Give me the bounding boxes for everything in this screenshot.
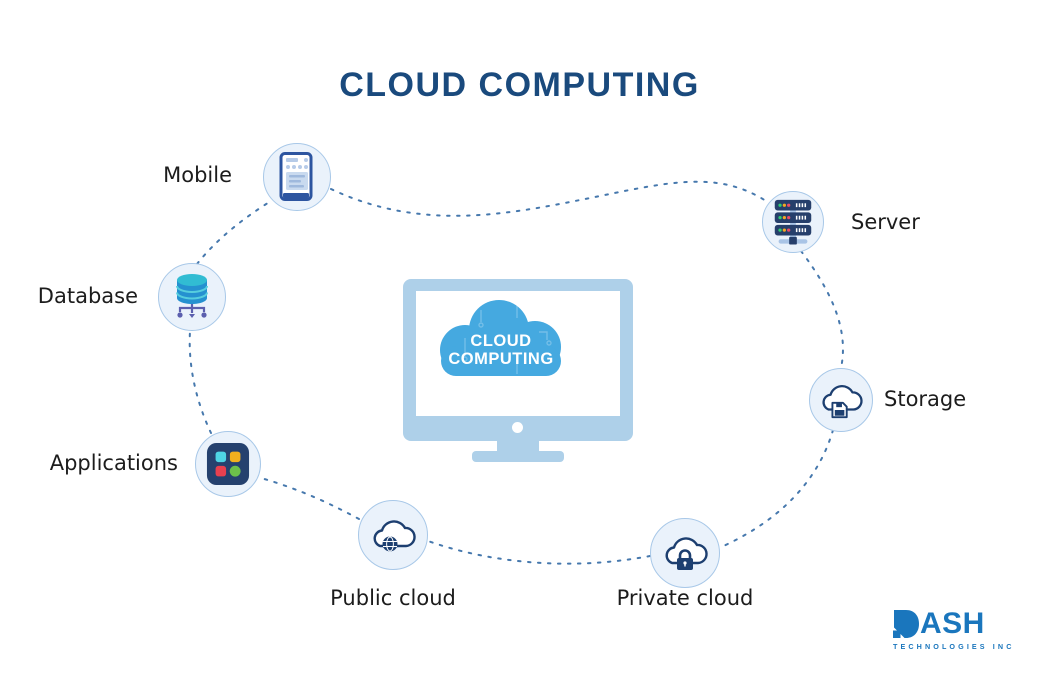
server-rack-icon — [774, 199, 812, 245]
connector-mobile-server — [330, 180, 767, 217]
monitor-stand-neck — [497, 440, 539, 453]
brand-logo: ASH TECHNOLOGIES INC — [893, 607, 1023, 651]
connector-public-applications — [260, 477, 360, 520]
node-server — [762, 191, 824, 253]
node-private-cloud — [650, 518, 720, 588]
label-mobile: Mobile — [163, 163, 232, 187]
label-private-cloud: Private cloud — [616, 586, 754, 610]
cloud-text-line2: COMPUTING — [448, 350, 553, 368]
connector-storage-private — [718, 429, 834, 549]
node-public-cloud — [358, 500, 428, 570]
connector-applications-database — [188, 330, 212, 434]
dash-logo-d-icon — [893, 610, 919, 638]
label-storage: Storage — [884, 387, 967, 411]
node-storage — [809, 368, 873, 432]
database-icon — [176, 274, 208, 318]
diagram-title: CLOUD COMPUTING — [339, 66, 700, 104]
node-mobile — [263, 143, 331, 211]
label-database: Database — [37, 284, 138, 308]
monitor-stand-base — [472, 451, 564, 462]
connector-private-public — [427, 540, 651, 565]
connector-server-storage — [800, 250, 844, 369]
label-server: Server — [851, 210, 920, 234]
brand-tagline: TECHNOLOGIES INC — [893, 642, 1015, 651]
brand-wordmark: ASH — [920, 607, 985, 640]
cloud-disk-icon — [822, 385, 863, 419]
node-applications — [195, 431, 261, 497]
smartphone-icon — [279, 152, 313, 201]
connector-database-mobile — [196, 200, 272, 265]
label-public-cloud: Public cloud — [330, 586, 456, 610]
monitor-cloud-icon: CLOUD COMPUTING — [440, 300, 561, 376]
cloud-lock-icon — [665, 537, 708, 570]
app-grid-icon — [206, 442, 250, 486]
label-applications: Applications — [49, 451, 178, 475]
node-database — [158, 263, 226, 331]
cloud-text-line1: CLOUD — [470, 332, 531, 350]
cloud-globe-icon — [373, 520, 416, 552]
circuit-pattern — [462, 306, 552, 374]
central-monitor: CLOUD COMPUTING — [403, 279, 633, 465]
monitor-power-dot — [512, 422, 523, 433]
